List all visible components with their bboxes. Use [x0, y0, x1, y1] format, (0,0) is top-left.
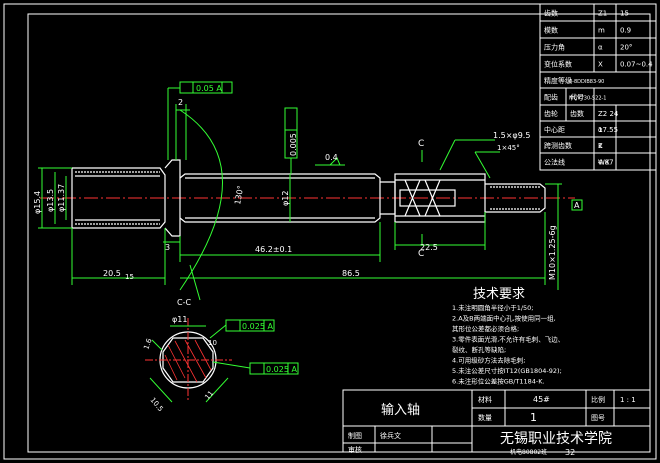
drawn-by: 徐兵文: [380, 431, 401, 440]
length-15-label: 15: [125, 273, 134, 281]
length-20-label: 20.5: [103, 269, 121, 278]
chamfer-label-2: 1×45°: [497, 144, 520, 152]
title-block-texts: 输入轴 材料 45# 数量 1 比例 1 : 1 图号 制图 徐兵文 审核 无锡…: [348, 395, 636, 457]
param-symbol: m: [598, 27, 605, 35]
section-dim-b: 11: [203, 389, 215, 401]
material-value: 45#: [533, 395, 550, 404]
angle-04-label: 0.4: [325, 153, 338, 162]
section-tolerance-1: 0.025 A: [242, 322, 273, 331]
section-side-dim: 1.6: [142, 337, 154, 351]
diameter-left-3: φ11.37: [57, 184, 66, 212]
note-line: 5.未注公差尺寸按IT12(GB1804-92);: [452, 366, 562, 375]
dimension-lines: [38, 81, 583, 301]
part-name: 输入轴: [381, 402, 420, 418]
param-value: 2: [598, 142, 602, 150]
qty-value: 1: [530, 411, 537, 424]
outer-frame: [3, 3, 657, 460]
length-46-label: 46.2±0.1: [255, 245, 292, 254]
section-marker-bottom: C: [418, 249, 424, 259]
param-value: 0.9: [620, 27, 631, 35]
drawn-label: 制图: [348, 431, 362, 440]
param-label: 齿轮: [544, 109, 558, 118]
notes-heading: 技术要求: [473, 287, 525, 302]
param-symbol: WK: [598, 159, 610, 167]
param-value: Z2 24: [598, 110, 619, 118]
note-line: 4.可用级砂方法去除毛刺;: [452, 356, 525, 365]
section-dim-a: 10.5: [148, 396, 164, 413]
runout-tolerance-label: 0.05 A: [196, 84, 222, 93]
param-label: 模数: [544, 26, 558, 35]
title-block: [342, 389, 651, 453]
param-symbol: α: [598, 126, 603, 134]
note-line: 其形位公差都必须合格;: [452, 324, 519, 333]
diameter-left-2: φ13.5: [46, 189, 55, 212]
flatness-label: 0.005: [289, 133, 298, 156]
section-tolerance-2: 0.025 A: [266, 365, 297, 374]
school-name: 无锡职业技术学院: [500, 431, 612, 447]
param-symbol: Z1: [598, 10, 607, 18]
param-value: 8-8DDIB83-90: [569, 79, 604, 85]
length-3-label: 3: [165, 243, 170, 252]
param-label: 公法线: [544, 158, 565, 167]
section-width: 10: [208, 339, 217, 347]
dimension-texts: 0.05 A 2 0.005 0.4 C C 1.5×φ9.5 1×45° φ1…: [33, 84, 580, 281]
section-c-c-view: [145, 318, 299, 403]
param-value: MGV730-522-1: [569, 96, 607, 102]
qty-label: 数量: [478, 413, 492, 422]
note-line: 6.未注形位公差按GB/T1184-K.: [452, 377, 545, 386]
class-name: 机电80802班: [510, 448, 547, 456]
param-label: 齿数: [544, 9, 558, 18]
param-value: 20°: [620, 44, 632, 52]
chamfer-label-1: 1.5×φ9.5: [493, 131, 530, 140]
angle-130-label: 130°: [233, 185, 245, 206]
section-marker-top: C: [418, 139, 424, 149]
param-label: 跨测齿数: [544, 141, 572, 150]
param-value: 4.87: [598, 159, 614, 167]
param-label: 压力角: [544, 43, 565, 52]
technical-requirements: 技术要求 1.未注明圆角半径小于1/50; 2.A及B两端面中心孔,按使用同一组,…: [452, 287, 564, 386]
param-label: 精度等级: [544, 76, 572, 85]
inner-frame: [27, 13, 651, 453]
length-22-label: 22.5: [420, 243, 438, 252]
note-line: 1.未注明圆角半径小于1/50;: [452, 303, 534, 312]
datum-a-label: A: [574, 201, 580, 210]
gear-parameter-values: 齿数 Z1 15 模数 m 0.9 压力角 α 20° 变位系数 X 0.07~0.4 精度等级8-8D…: [544, 9, 653, 167]
param-symbol: 齿数: [570, 109, 584, 118]
param-label: 变位系数: [544, 60, 572, 69]
gear-parameter-table: [539, 3, 657, 171]
param-symbol: X: [598, 61, 603, 69]
note-line: 裂纹、断孔等缺陷;: [452, 345, 506, 354]
note-line: 3.零件表面光滑,不允许有毛刺、飞边、: [452, 335, 564, 344]
param-label: 配齿: [544, 94, 558, 102]
param-symbol: α: [598, 44, 603, 52]
param-value: 0.07~0.4: [620, 61, 653, 69]
material-label: 材料: [478, 395, 492, 404]
param-value: 17.55: [598, 126, 618, 134]
diameter-left-1: φ15.4: [33, 191, 42, 214]
section-title: C-C: [177, 298, 191, 307]
scale-value: 1 : 1: [620, 396, 636, 404]
check-label: 审核: [348, 445, 362, 454]
scale-label: 比例: [591, 395, 605, 404]
param-label: 中心距: [544, 125, 565, 134]
sheet-number: 32: [565, 448, 575, 457]
section-diameter: φ11: [172, 315, 187, 324]
shaft-main-view: [71, 159, 546, 237]
drawing-no-label: 图号: [591, 414, 605, 422]
note-line: 2.A及B两端面中心孔,按使用同一组,: [452, 314, 556, 323]
thread-spec-label: M10×1.25-6g: [548, 225, 557, 280]
param-symbol: K: [598, 142, 603, 150]
param-value: 15: [620, 10, 629, 18]
dim-2-label: 2: [178, 98, 183, 107]
length-86-label: 86.5: [342, 269, 360, 278]
diameter-mid: φ12: [281, 191, 290, 206]
param-symbol: 代号: [570, 93, 584, 102]
